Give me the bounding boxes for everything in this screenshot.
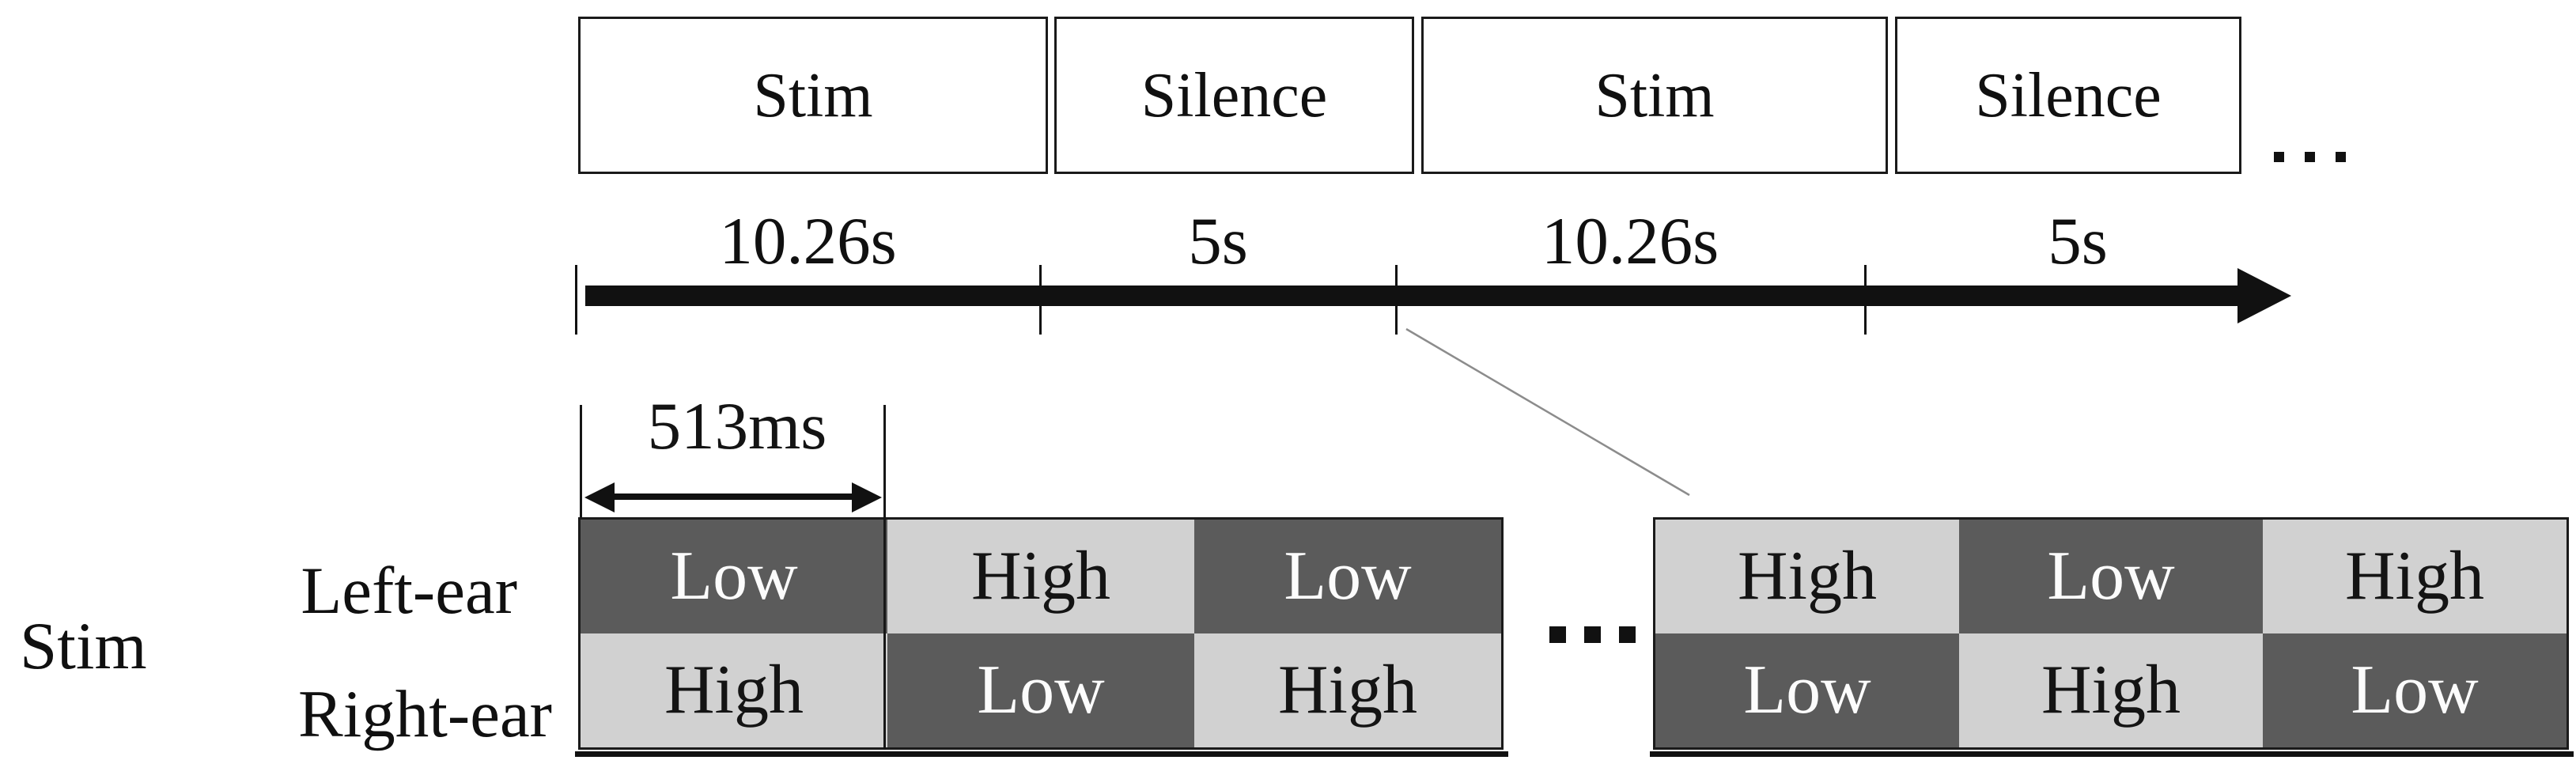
tone-cell: Low (2263, 633, 2567, 747)
timeline-box-silence-2: Silence (1895, 17, 2241, 174)
ellipsis-dot (2274, 152, 2284, 162)
timeline-tick (1395, 265, 1398, 335)
double-arrow-shaft (609, 493, 857, 500)
ellipsis-dot (2336, 152, 2346, 162)
timeline-box-stim-1: Stim (578, 17, 1048, 174)
timeline-box-stim-2: Stim (1421, 17, 1888, 174)
segment-duration-silence-2: 5s (2048, 204, 2108, 278)
stim-block-left: Low High Low High Low High (578, 517, 1504, 750)
timeline-continuation-ellipsis (2274, 152, 2346, 162)
timeline-tick (575, 265, 577, 335)
timeline-box-label: Silence (1975, 60, 2162, 130)
tone-cell: High (2263, 520, 2567, 633)
tone-cell: Low (1959, 520, 2263, 633)
stim-sequence-ellipsis (1549, 626, 1636, 643)
left-ear-row-label: Left-ear (301, 554, 517, 628)
tone-cell: Low (1194, 520, 1501, 633)
timeline-arrowhead-icon (2237, 268, 2291, 323)
right-ear-row-label: Right-ear (298, 677, 552, 751)
tone-cell: High (887, 520, 1194, 633)
timeline-box-label: Silence (1140, 60, 1328, 130)
ellipsis-dot (1619, 626, 1636, 643)
timeline-box-label: Stim (753, 60, 873, 130)
tone-cell: High (1959, 633, 2263, 747)
segment-duration-stim-1: 10.26s (719, 204, 897, 278)
tone-cell: Low (887, 633, 1194, 747)
block-underline (1650, 751, 2574, 757)
double-arrow-left-head-icon (584, 482, 615, 512)
stim-block-right: High Low High Low High Low (1653, 517, 2569, 750)
ellipsis-dot (1584, 626, 1601, 643)
tone-cell: Low (1655, 633, 1959, 747)
tone-duration-label: 513ms (647, 389, 827, 463)
measurement-bound-left (580, 405, 582, 517)
tone-cell: Low (581, 520, 887, 633)
stim-group-label: Stim (20, 609, 147, 683)
double-arrow-right-head-icon (852, 482, 882, 512)
timeline-tick (1864, 265, 1867, 335)
tone-cell: High (1194, 633, 1501, 747)
tone-cell: High (1655, 520, 1959, 633)
ellipsis-dot (2305, 152, 2315, 162)
timeline-box-label: Stim (1594, 60, 1715, 130)
timeline-box-silence-1: Silence (1054, 17, 1414, 174)
block-underline (575, 751, 1508, 757)
ellipsis-dot (1549, 626, 1566, 643)
segment-duration-stim-2: 10.26s (1541, 204, 1719, 278)
segment-duration-silence-1: 5s (1188, 204, 1248, 278)
measurement-bound-right (883, 405, 886, 750)
timeline-tick (1039, 265, 1042, 335)
tone-cell: High (581, 633, 887, 747)
timeline-arrow-shaft (585, 286, 2239, 306)
